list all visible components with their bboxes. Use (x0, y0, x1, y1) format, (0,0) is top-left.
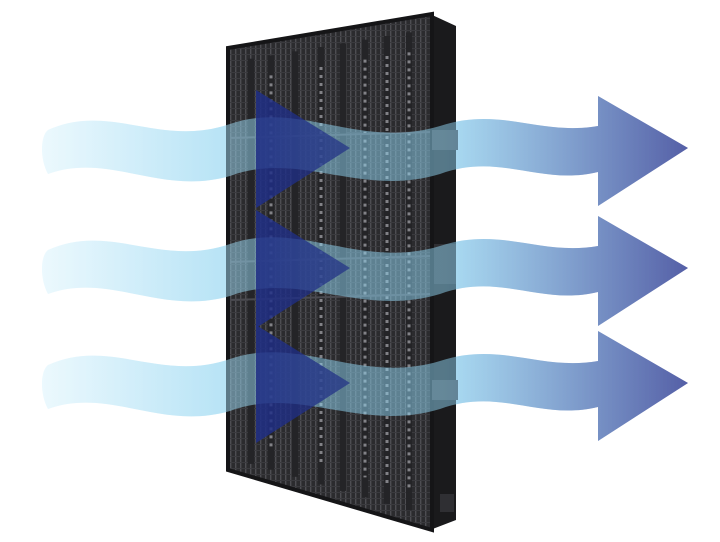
airflow-direction-triangle-icon (256, 325, 350, 443)
airflow-arrow-icon (42, 96, 688, 206)
panel-frame (226, 11, 434, 533)
airflow-direction-triangle-icon (256, 210, 350, 328)
airflow-arrow-icon (42, 216, 688, 326)
airflow-arrow-icon (42, 331, 688, 441)
airflow-direction-triangle-icon (256, 90, 350, 208)
airflow-arrows-front (42, 90, 688, 443)
